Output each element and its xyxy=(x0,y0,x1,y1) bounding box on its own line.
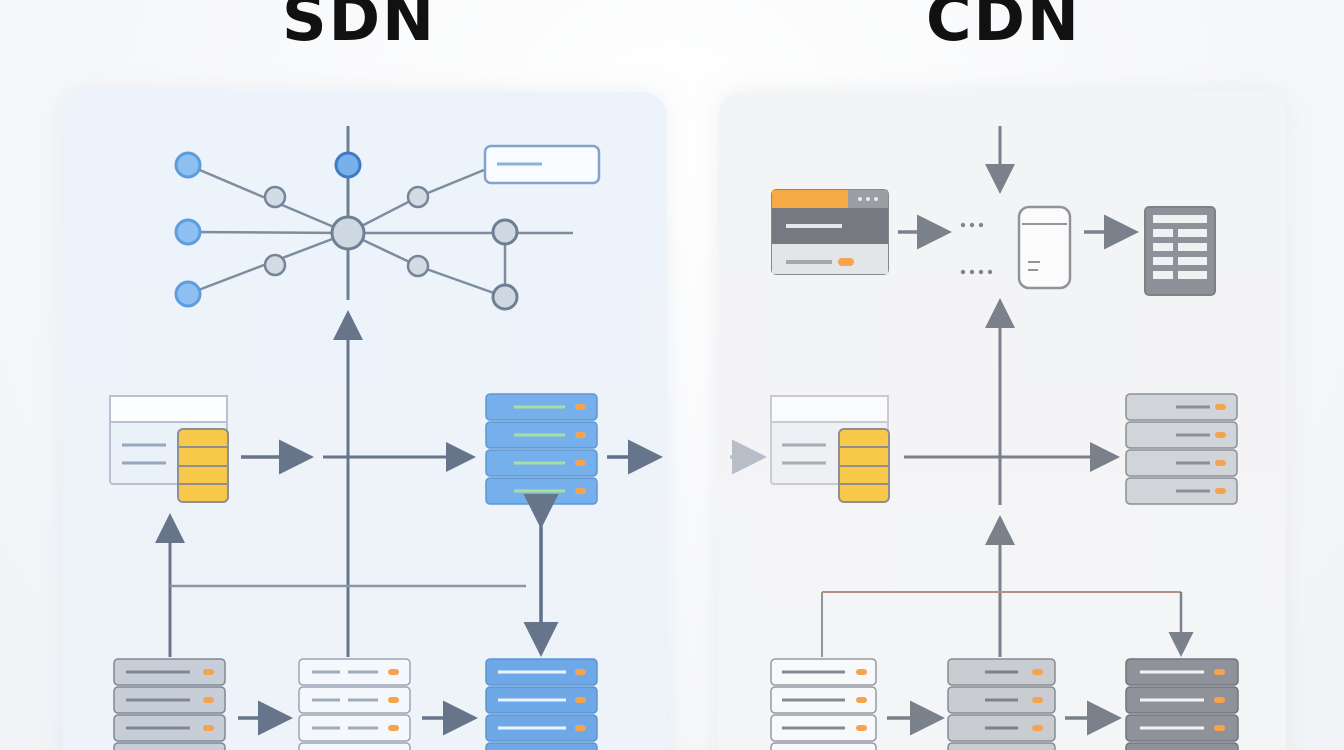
browser-window-icon xyxy=(770,395,889,485)
arrow-icon xyxy=(155,310,663,736)
sdn-title: SDN xyxy=(282,0,437,55)
cdn-title: CDN xyxy=(926,0,1081,55)
server-rack-icon xyxy=(113,658,226,750)
server-rack-icon xyxy=(485,393,598,505)
server-rack-icon xyxy=(1125,393,1238,505)
network-topology-icon xyxy=(174,126,601,311)
cache-device-icon xyxy=(1017,205,1072,290)
server-rack-icon xyxy=(770,658,877,750)
arrow-icon xyxy=(730,126,1194,736)
server-rack-icon xyxy=(1125,658,1239,750)
server-rack-icon xyxy=(485,658,598,750)
database-icon xyxy=(838,428,890,503)
spreadsheet-icon xyxy=(1144,206,1216,296)
browser-window-icon xyxy=(771,189,889,275)
database-icon xyxy=(177,428,229,503)
server-rack-icon xyxy=(947,658,1056,750)
server-rack-icon xyxy=(298,658,411,750)
